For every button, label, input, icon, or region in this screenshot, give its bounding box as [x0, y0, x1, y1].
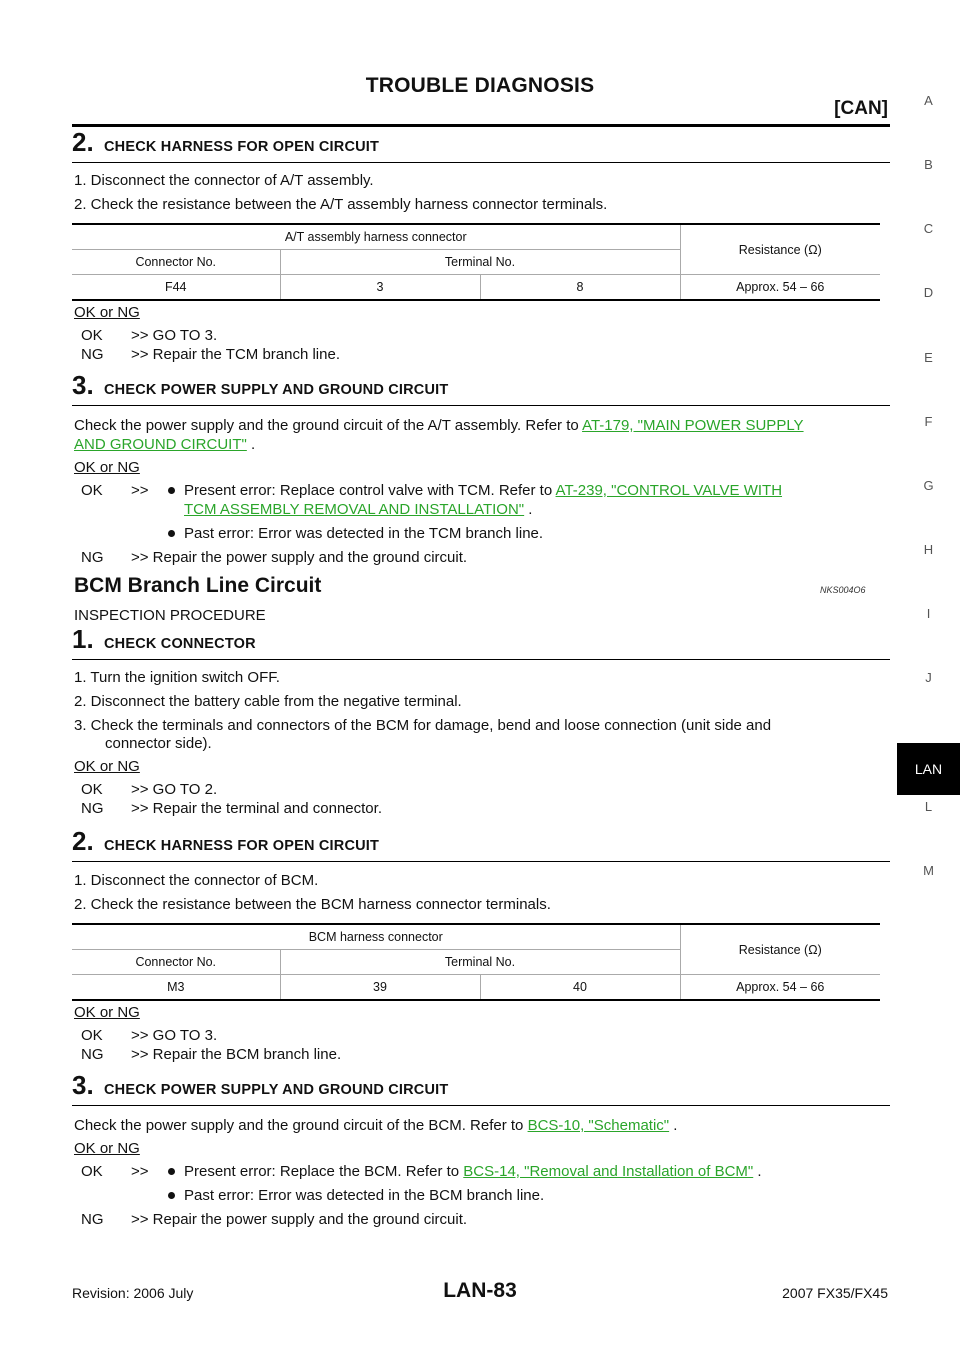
instruction-line: connector side).: [105, 735, 212, 752]
ok-result: OK>> GO TO 2.: [81, 781, 218, 798]
ng-result: NG>> Repair the power supply and the gro…: [81, 1211, 468, 1228]
table-group-header: BCM harness connector: [72, 923, 680, 950]
header-divider: [72, 124, 890, 127]
instruction-line: AND GROUND CIRCUIT" .: [74, 436, 256, 453]
step-number: 1.: [72, 624, 94, 654]
table-cell: Approx. 54 – 66: [679, 974, 880, 1001]
table-group-header: A/T assembly harness connector: [72, 223, 680, 250]
sidebar-tab-lan[interactable]: LAN: [897, 743, 960, 795]
sidebar-tab-j[interactable]: J: [925, 670, 932, 685]
table-cell: 39: [279, 974, 480, 1001]
instruction-line: 2. Check the resistance between the BCM …: [74, 896, 551, 913]
ok-or-ng-label: OK or NG: [74, 1004, 140, 1021]
section-code: NKS004O6: [820, 585, 866, 595]
ok-or-ng-label: OK or NG: [74, 758, 140, 775]
step-number: 2.: [72, 127, 94, 157]
connector-table: BCM harness connector Resistance (Ω) Con…: [72, 923, 880, 1001]
step-title: CHECK CONNECTOR: [104, 636, 256, 652]
instruction-line: 1. Turn the ignition switch OFF.: [74, 669, 280, 686]
table-connector-header: Connector No.: [72, 949, 280, 975]
page-title: TROUBLE DIAGNOSIS: [365, 74, 595, 97]
sidebar-tab-h[interactable]: H: [923, 542, 934, 557]
step-heading: 2. CHECK HARNESS FOR OPEN CIRCUIT: [72, 826, 890, 862]
step-heading: 2. CHECK HARNESS FOR OPEN CIRCUIT: [72, 127, 890, 163]
reference-link[interactable]: AT-179, "MAIN POWER SUPPLY: [582, 417, 804, 434]
sidebar-tab-g[interactable]: G: [923, 478, 934, 493]
instruction-line: 2. Disconnect the battery cable from the…: [74, 693, 462, 710]
table-terminal-header: Terminal No.: [279, 249, 680, 275]
sidebar-tab-l[interactable]: L: [924, 799, 933, 814]
ok-result: OK>> GO TO 3.: [81, 1027, 218, 1044]
reference-link[interactable]: AND GROUND CIRCUIT": [74, 436, 247, 453]
revision-label: Revision: 2006 July: [72, 1285, 194, 1301]
instruction-line: 3. Check the terminals and connectors of…: [74, 717, 772, 734]
page-number: LAN-83: [443, 1279, 517, 1302]
ng-result: NG>> Repair the TCM branch line.: [81, 346, 340, 363]
step-heading: 1. CHECK CONNECTOR: [72, 624, 890, 660]
sidebar-tab-d[interactable]: D: [923, 285, 934, 300]
instruction-line: 1. Disconnect the connector of A/T assem…: [74, 172, 374, 189]
instruction-line: TCM ASSEMBLY REMOVAL AND INSTALLATION" .: [184, 501, 533, 518]
list-item: Past error: Error was detected in the BC…: [168, 1187, 888, 1205]
sidebar-tab-i[interactable]: I: [926, 606, 931, 621]
ng-result: NG>> Repair the BCM branch line.: [81, 1046, 342, 1063]
reference-link[interactable]: BCS-10, "Schematic": [527, 1117, 670, 1134]
page-subtitle: [CAN]: [834, 98, 888, 119]
step-title: CHECK POWER SUPPLY AND GROUND CIRCUIT: [104, 382, 449, 398]
sidebar-tab-b[interactable]: B: [924, 157, 933, 172]
sidebar-tab-a[interactable]: A: [924, 93, 933, 108]
list-item: Present error: Replace control valve wit…: [168, 482, 888, 500]
connector-table: A/T assembly harness connector Resistanc…: [72, 223, 880, 301]
step-heading: 3. CHECK POWER SUPPLY AND GROUND CIRCUIT: [72, 1070, 890, 1106]
table-cell: F44: [72, 274, 280, 301]
step-number: 3.: [72, 1070, 94, 1100]
sidebar-tab-f[interactable]: F: [924, 414, 933, 429]
table-cell: 3: [279, 274, 480, 301]
list-item: Present error: Replace the BCM. Refer to…: [168, 1163, 888, 1181]
table-resistance-header: Resistance (Ω): [679, 223, 880, 275]
step-title: CHECK POWER SUPPLY AND GROUND CIRCUIT: [104, 1082, 449, 1098]
instruction-line: 2. Check the resistance between the A/T …: [74, 196, 608, 213]
ok-or-ng-label: OK or NG: [74, 1140, 140, 1157]
model-label: 2007 FX35/FX45: [782, 1285, 888, 1301]
reference-link[interactable]: TCM ASSEMBLY REMOVAL AND INSTALLATION": [184, 501, 525, 518]
ng-result: NG>> Repair the power supply and the gro…: [81, 549, 468, 566]
sidebar-tab-e[interactable]: E: [924, 350, 933, 365]
table-cell: M3: [72, 974, 280, 1001]
table-terminal-header: Terminal No.: [279, 949, 680, 975]
ok-result: OK>> GO TO 3.: [81, 327, 218, 344]
table-cell: Approx. 54 – 66: [679, 274, 880, 301]
step-number: 2.: [72, 826, 94, 856]
reference-link[interactable]: AT-239, "CONTROL VALVE WITH: [555, 482, 783, 499]
list-item: Past error: Error was detected in the TC…: [168, 525, 888, 543]
step-heading: 3. CHECK POWER SUPPLY AND GROUND CIRCUIT: [72, 370, 890, 406]
table-connector-header: Connector No.: [72, 249, 280, 275]
sidebar-tab-c[interactable]: C: [923, 221, 934, 236]
step-title: CHECK HARNESS FOR OPEN CIRCUIT: [104, 838, 380, 854]
section-title: BCM Branch Line Circuit: [74, 574, 322, 597]
instruction-line: Check the power supply and the ground ci…: [74, 1117, 678, 1134]
instruction-line: Check the power supply and the ground ci…: [74, 417, 804, 434]
table-resistance-header: Resistance (Ω): [679, 923, 880, 975]
instruction-line: 1. Disconnect the connector of BCM.: [74, 872, 319, 889]
step-title: CHECK HARNESS FOR OPEN CIRCUIT: [104, 139, 380, 155]
ok-or-ng-label: OK or NG: [74, 304, 140, 321]
ok-result: OK>>: [81, 482, 149, 499]
reference-link[interactable]: BCS-14, "Removal and Installation of BCM…: [463, 1163, 754, 1180]
table-cell: 8: [479, 274, 680, 301]
ok-result: OK>>: [81, 1163, 149, 1180]
step-number: 3.: [72, 370, 94, 400]
ng-result: NG>> Repair the terminal and connector.: [81, 800, 382, 817]
sidebar-tab-m[interactable]: M: [923, 863, 934, 878]
section-subtitle: INSPECTION PROCEDURE: [74, 607, 266, 624]
ok-or-ng-label: OK or NG: [74, 459, 140, 476]
table-cell: 40: [479, 974, 680, 1001]
